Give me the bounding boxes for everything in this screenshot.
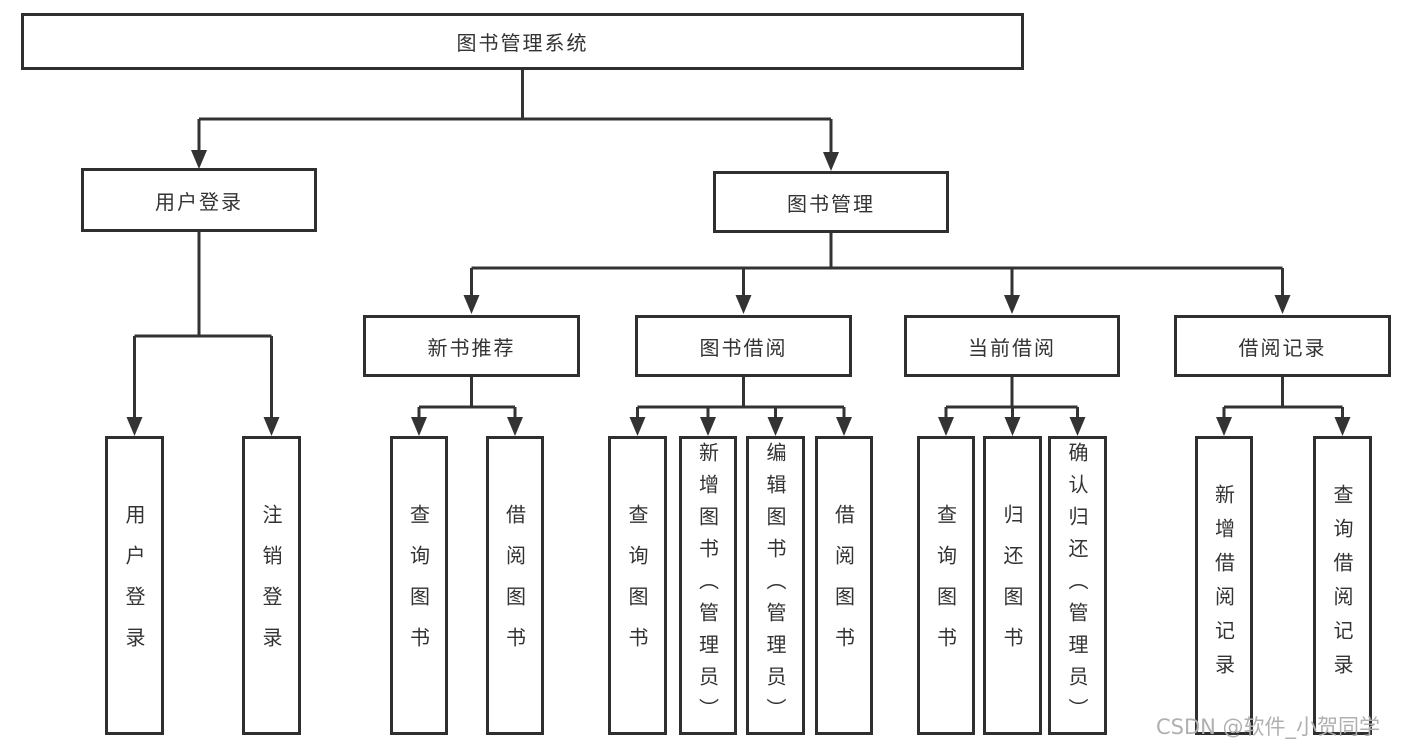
node-user-login: 用户登录 <box>81 168 317 232</box>
node-book-management: 图书管理 <box>713 171 949 233</box>
node-library-management-system: 图书管理系统 <box>21 13 1024 70</box>
node-book-borrow: 图书借阅 <box>635 315 852 377</box>
node-current-return-books: 归还图书 <box>983 436 1042 735</box>
arrowhead-icons <box>126 150 1351 436</box>
node-current-query-books: 查询图书 <box>917 436 975 735</box>
node-current-borrow: 当前借阅 <box>904 315 1120 377</box>
node-borrow-add-books-admin: 新增图书（管理员） <box>679 436 737 735</box>
node-new-book-recommend: 新书推荐 <box>363 315 580 377</box>
node-recommend-borrow-books: 借阅图书 <box>486 436 544 735</box>
node-borrow-edit-books-admin: 编辑图书（管理员） <box>746 436 805 735</box>
node-logout-leaf: 注销登录 <box>242 436 301 735</box>
node-recommend-query-books: 查询图书 <box>390 436 448 735</box>
node-current-confirm-return-admin: 确认归还（管理员） <box>1048 436 1107 735</box>
node-records-add-record: 新增借阅记录 <box>1195 436 1253 735</box>
node-records-query-record: 查询借阅记录 <box>1313 436 1372 735</box>
node-borrow-records: 借阅记录 <box>1174 315 1391 377</box>
node-user-login-leaf: 用户登录 <box>105 436 164 735</box>
csdn-watermark: CSDN @软件_小贺同学 <box>1156 715 1381 739</box>
node-borrow-borrow-books: 借阅图书 <box>815 436 873 735</box>
node-borrow-query-books: 查询图书 <box>608 436 667 735</box>
